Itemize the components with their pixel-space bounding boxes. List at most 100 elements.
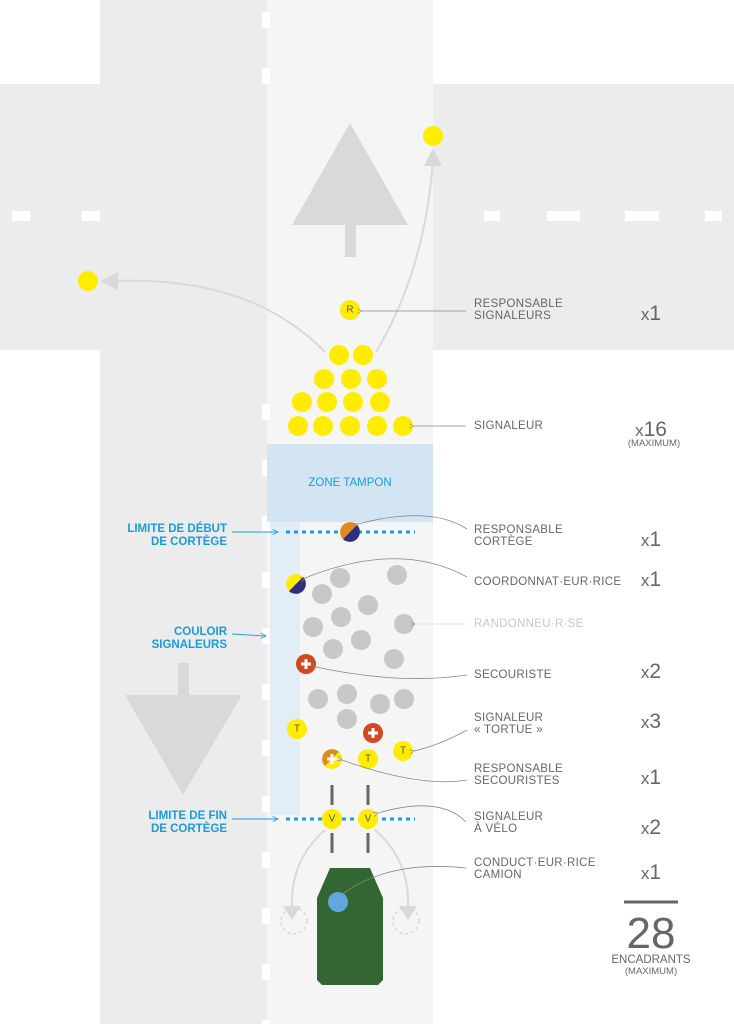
randonneur-dot — [337, 709, 357, 729]
total-value: 28 — [627, 909, 676, 958]
role-glyph: T — [365, 754, 371, 765]
arc-up — [375, 159, 434, 353]
randonneur-dot — [394, 614, 414, 634]
randonneur-dot — [394, 689, 414, 709]
signaleur-dot — [313, 416, 333, 436]
signaleur-dot — [314, 369, 334, 389]
signaleur-count: x16 — [635, 418, 667, 441]
road-dash — [484, 211, 500, 221]
signaleur-dot — [288, 416, 308, 436]
arc-truck-left — [290, 829, 326, 909]
signaleur-note: (MAXIMUM) — [628, 438, 680, 449]
arc-truck-right — [374, 829, 410, 909]
secouriste-count: x2 — [641, 660, 661, 683]
randonneur-dot — [358, 595, 378, 615]
signaleur-dot — [367, 369, 387, 389]
secouriste-label: SECOURISTE — [474, 669, 552, 681]
signaleur-tortue-count: x3 — [641, 710, 661, 733]
lane-dash — [262, 908, 270, 924]
signaleur-dot — [78, 271, 98, 291]
signaleur-tortue-dot — [358, 749, 378, 769]
responsable-signaleurs-dot — [340, 300, 360, 320]
coordonnateur-label: COORDONNAT·EUR·RICE — [474, 576, 621, 588]
lane-dash — [262, 684, 270, 700]
role-glyph: V — [329, 814, 336, 825]
total-label: ENCADRANTS — [611, 954, 691, 966]
road-dash — [82, 211, 100, 221]
signaleur-dot — [317, 392, 337, 412]
conducteur-camion-count: x1 — [641, 861, 661, 884]
responsable-cortege-dot — [340, 522, 360, 542]
signaleur-dot — [353, 345, 373, 365]
lane-dash — [262, 852, 270, 868]
role-glyph: V — [365, 814, 372, 825]
lane-dash — [262, 404, 270, 420]
signaleur-dot — [341, 369, 361, 389]
road-dash — [12, 211, 30, 221]
responsable-cortege-count: x1 — [641, 528, 661, 551]
signaleur-dot — [292, 392, 312, 412]
lane-dash — [262, 460, 270, 476]
role-glyph: T — [294, 724, 300, 735]
lane-dash — [262, 12, 270, 28]
signaleur-dot — [423, 126, 443, 146]
randonneur-dot — [323, 639, 343, 659]
signaleur-tortue-label: SIGNALEUR« TORTUE » — [474, 712, 543, 736]
randonneur-dot — [351, 630, 371, 650]
responsable-signaleurs-count: x1 — [641, 302, 661, 325]
couloir-signaleurs — [270, 522, 300, 815]
truck — [317, 868, 383, 985]
role-glyph: R — [346, 305, 353, 316]
arc-left — [111, 279, 326, 353]
signaleur-velo-count: x2 — [641, 816, 661, 839]
arrow-down-icon — [125, 663, 242, 795]
coordonnateur-count: x1 — [641, 568, 661, 591]
signaleur-velo-dot — [322, 809, 342, 829]
lane-dash — [262, 572, 270, 588]
signaleur-tortue-dot — [287, 719, 307, 739]
lane-dash — [262, 796, 270, 812]
road-dash — [547, 211, 580, 221]
lane-dash — [262, 1020, 270, 1024]
randonneur-dot — [331, 607, 351, 627]
signaleur-dot — [367, 416, 387, 436]
signaleur-dot — [340, 416, 360, 436]
randonneur-dot — [370, 694, 390, 714]
arrow-up-icon — [292, 123, 408, 257]
road-dash — [705, 211, 722, 221]
signaleur-dot — [370, 392, 390, 412]
role-glyph: T — [400, 746, 406, 757]
total-note: (MAXIMUM) — [625, 966, 677, 977]
zone-tampon — [267, 444, 433, 522]
responsable-secouristes-count: x1 — [641, 766, 661, 789]
lane-dash — [262, 68, 270, 84]
randonneur-dot — [308, 689, 328, 709]
signaleur-dot — [329, 345, 349, 365]
signaleur-dot — [393, 416, 413, 436]
lane-dash — [262, 964, 270, 980]
randonneur-dot — [330, 568, 350, 588]
zone-tampon-label: ZONE TAMPON — [308, 477, 391, 489]
randonneur-dot — [384, 649, 404, 669]
participants: R T T T V V — [286, 300, 414, 853]
randonneur-label: RANDONNEU·R·SE — [474, 618, 584, 630]
conducteur-dot — [328, 892, 348, 912]
lane-dash — [262, 740, 270, 756]
randonneur-dot — [337, 684, 357, 704]
lane-dash — [262, 516, 270, 532]
randonneur-dot — [303, 617, 323, 637]
signaleur-label: SIGNALEUR — [474, 420, 543, 432]
signaleur-tortue-dot — [393, 741, 413, 761]
randonneur-dot — [387, 565, 407, 585]
coordonnateur-dot — [286, 574, 306, 594]
randonneur-dot — [312, 584, 332, 604]
